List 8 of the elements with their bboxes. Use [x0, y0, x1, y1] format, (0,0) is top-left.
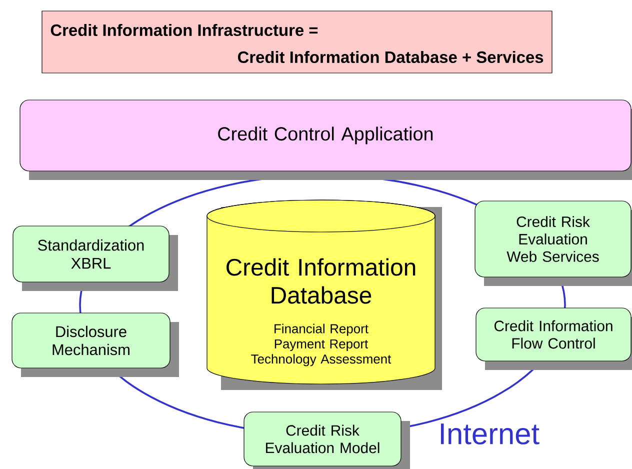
database-cylinder: Credit Information Database Financial Report Payment Report Technology Assessment: [206, 200, 442, 390]
service-box: Credit Risk Evaluation Web Services: [474, 200, 632, 286]
service-box: Disclosure Mechanism: [12, 312, 179, 377]
service-box: Credit Information Flow Control: [476, 308, 632, 370]
service-box: Standardization XBRL: [12, 226, 178, 291]
application-box: Credit Control Application: [20, 100, 632, 180]
service-box: Credit Risk Evaluation Model: [244, 412, 410, 469]
title-box: Credit Information Infrastructure = Credit Information Database + Services: [42, 10, 552, 74]
